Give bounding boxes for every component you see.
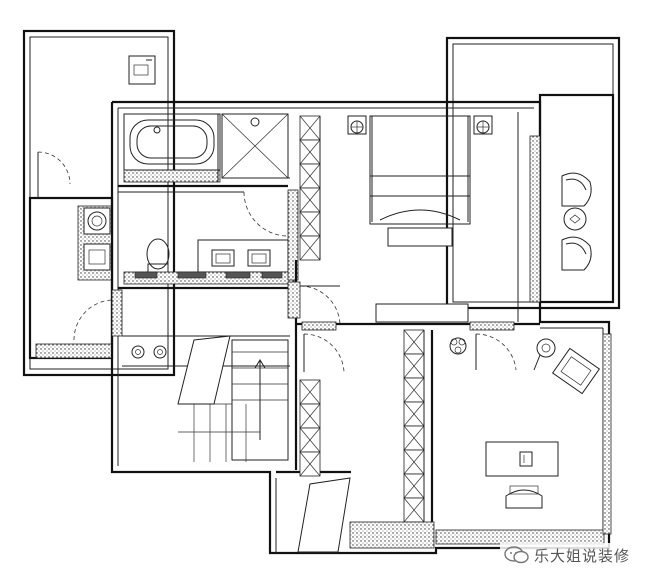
bed-icon xyxy=(369,115,471,225)
office-chair-icon xyxy=(505,489,543,509)
tv-console-icon xyxy=(375,303,469,323)
armchair-icon xyxy=(551,347,601,395)
stair-hall xyxy=(111,286,294,462)
table-icon xyxy=(563,207,587,231)
left-balcony xyxy=(22,29,176,377)
sink-icon xyxy=(83,243,111,271)
bench-icon xyxy=(387,227,453,247)
chair-icon xyxy=(561,172,592,207)
corridor xyxy=(294,321,515,553)
stair-break xyxy=(297,477,351,553)
sink-icon xyxy=(211,249,235,267)
wechat-icon xyxy=(504,546,529,564)
master-bedroom xyxy=(287,112,541,330)
watermark: 乐大姐说装修 xyxy=(500,543,635,567)
burner-icon xyxy=(153,345,167,359)
plant-icon xyxy=(449,337,467,355)
bathroom xyxy=(118,113,299,285)
desk-icon xyxy=(485,441,559,477)
side-table-icon xyxy=(536,338,556,358)
stair-break xyxy=(177,335,231,405)
burner-icon xyxy=(131,345,145,359)
sink-icon xyxy=(247,249,271,267)
basin-icon xyxy=(128,55,156,85)
study-room xyxy=(435,333,612,545)
toilet-icon xyxy=(146,238,170,270)
bathtub-icon xyxy=(129,119,215,165)
watermark-text: 乐大姐说装修 xyxy=(534,546,631,565)
chair-icon xyxy=(561,236,592,271)
